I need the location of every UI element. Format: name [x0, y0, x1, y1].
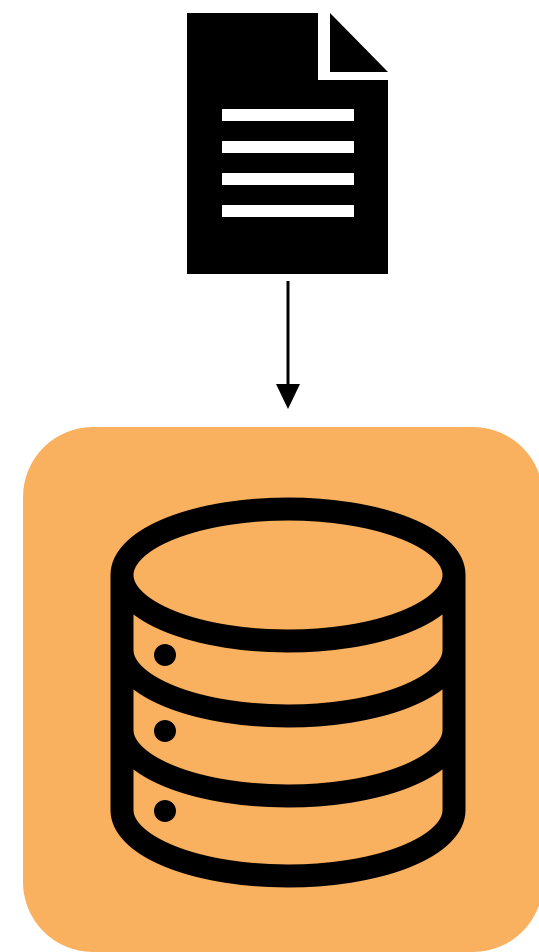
document-text-line [222, 109, 354, 121]
database-tier-1 [110, 575, 466, 728]
database-icon [110, 497, 466, 888]
database-tier-2 [110, 650, 466, 808]
database-tier-3 [110, 730, 466, 888]
database-indicator-dot [154, 720, 176, 742]
edge-document-to-database [276, 281, 300, 409]
document-text-line [222, 173, 354, 185]
document-text-line [222, 141, 354, 153]
database-node [23, 427, 539, 952]
database-indicator-dot [154, 800, 176, 822]
document-text-line [222, 205, 354, 217]
arrow-head [276, 384, 300, 409]
database-indicator-dot [154, 644, 176, 666]
document-icon [187, 13, 388, 274]
document-folded-corner [330, 13, 388, 72]
database-background [23, 427, 539, 952]
